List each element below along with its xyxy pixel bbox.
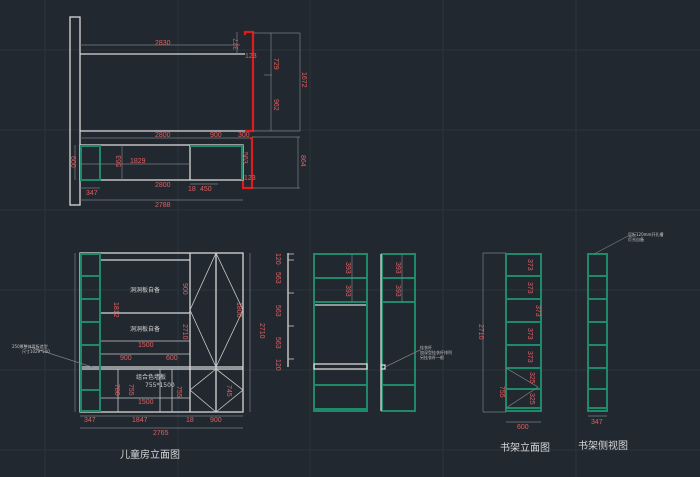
dim-900-vertical: 900 bbox=[181, 283, 188, 295]
side-note-line-2: 灯光自备 bbox=[628, 236, 644, 242]
door-swing-upper bbox=[189, 252, 244, 368]
dim-1500-lower: 1500 bbox=[138, 399, 154, 406]
bookshelf-side-view: 层板120mm开孔槽 灯光自备 347 书架侧视图 bbox=[578, 231, 663, 452]
rod-note-line-3: 另挂衣杆一根 bbox=[420, 354, 444, 360]
dim-600-shelf: 600 bbox=[166, 355, 178, 362]
dim-755-right: 755 bbox=[175, 386, 182, 398]
dim-900-shelf: 900 bbox=[120, 355, 132, 362]
shelf-dim-1: 373 bbox=[526, 259, 533, 271]
dim-450: 450 bbox=[200, 186, 212, 193]
kids-room-title: 儿童房立面图 bbox=[120, 448, 180, 461]
side-width-dim: 347 bbox=[591, 419, 603, 426]
dim-2800-bottom: 2800 bbox=[155, 182, 171, 189]
shelf-dim-7: 325 bbox=[528, 393, 535, 405]
rod-note-line-2: 加深型挂衣杆排列 bbox=[420, 349, 452, 355]
dim-864: 864 bbox=[299, 155, 306, 167]
pegboard-label-1: 洞洞板自备 bbox=[130, 286, 160, 294]
dim-563-left: 563 bbox=[116, 155, 123, 167]
dim-123-bottom: 123 bbox=[244, 175, 256, 182]
dim-1847: 1847 bbox=[132, 417, 148, 424]
dim-729: 729 bbox=[272, 58, 279, 70]
dim-377: 377 bbox=[233, 38, 240, 50]
side-note-line-1: 层板120mm开孔槽 bbox=[628, 231, 663, 237]
dim-900-door: 900 bbox=[210, 417, 222, 424]
dim-1800: 1800 bbox=[235, 302, 242, 318]
green-shelf-column bbox=[80, 253, 101, 412]
dim-962: 962 bbox=[272, 99, 279, 111]
shelf-dim-5: 373 bbox=[526, 351, 533, 363]
dim-2800-top: 2800 bbox=[155, 132, 171, 139]
dim-1500-upper: 1500 bbox=[138, 342, 154, 349]
bookshelf-side-title: 书架侧视图 bbox=[578, 439, 628, 452]
bookshelf-width-dim: 600 bbox=[517, 424, 529, 431]
dim-393-side-2: 393 bbox=[394, 285, 401, 297]
dim-745: 745 bbox=[225, 385, 232, 397]
tick-563-3: 563 bbox=[274, 337, 281, 349]
dim-900: 900 bbox=[210, 132, 222, 139]
wardrobe-front bbox=[313, 253, 368, 412]
wardrobe-elevation: 120 563 563 563 120 393 393 393 393 挂衣杆 … bbox=[274, 253, 452, 412]
shelf-dim-6: 325 bbox=[528, 372, 535, 384]
dim-393-front-1: 393 bbox=[344, 262, 351, 274]
dim-300: 300 bbox=[238, 132, 250, 139]
wallboard-size-label: 755*1500 bbox=[145, 382, 175, 389]
dim-2830: 2830 bbox=[155, 40, 171, 47]
bookshelf-elevation: 373 373 373 373 373 325 325 2710 755 600… bbox=[477, 252, 550, 454]
dim-393-side-1: 393 bbox=[394, 262, 401, 274]
kids-room-elevation: 洞洞板自备 洞洞板自备 组合色墙板 755*1500 250厚整体背板造型 尺寸… bbox=[12, 252, 265, 461]
bookshelf-height-dim: 2710 bbox=[477, 324, 484, 340]
plan-view: 2830 377 729 1672 962 123 2800 900 300 1… bbox=[69, 16, 307, 209]
wall bbox=[69, 16, 81, 206]
upper-guardrail bbox=[243, 30, 255, 133]
dim-1672: 1672 bbox=[300, 72, 307, 88]
dim-393-front-2: 393 bbox=[344, 285, 351, 297]
dim-347: 347 bbox=[86, 190, 98, 197]
tick-120-bottom: 120 bbox=[274, 359, 281, 371]
tick-120-top: 120 bbox=[274, 253, 281, 265]
dim-347-elev: 347 bbox=[84, 417, 96, 424]
dim-1812: 1812 bbox=[112, 302, 119, 318]
rod-note-line-1: 挂衣杆 bbox=[420, 344, 432, 350]
wallboard-label: 组合色墙板 bbox=[136, 373, 166, 381]
shelf-dim-3: 373 bbox=[534, 305, 541, 317]
dim-2710-inner: 2710 bbox=[181, 324, 188, 340]
dim-123-top: 123 bbox=[245, 53, 257, 60]
dim-780: 780 bbox=[113, 384, 120, 396]
plan-green-box-left bbox=[80, 145, 101, 181]
dim-600: 600 bbox=[69, 156, 76, 168]
dim-2788: 2788 bbox=[155, 202, 171, 209]
tick-563-2: 563 bbox=[274, 305, 281, 317]
door-swing-lower bbox=[189, 368, 244, 413]
dim-18-elev: 18 bbox=[186, 417, 194, 424]
dim-2710-outer: 2710 bbox=[258, 323, 265, 339]
shelf-dim-2: 373 bbox=[526, 282, 533, 294]
dim-755-left: 755 bbox=[127, 384, 134, 396]
hanging-rail bbox=[313, 363, 368, 370]
backboard-note-line-1: 250厚整体背板造型 bbox=[12, 343, 48, 349]
pegboard-label-2: 洞洞板自备 bbox=[130, 325, 160, 333]
tick-563-1: 563 bbox=[274, 272, 281, 284]
shelf-dim-4: 373 bbox=[526, 328, 533, 340]
dim-1829: 1829 bbox=[130, 158, 146, 165]
wardrobe-side bbox=[381, 253, 416, 412]
backboard-note-line-2: 尺寸1029*500 bbox=[22, 348, 50, 354]
bookshelf-title: 书架立面图 bbox=[500, 441, 550, 454]
bookshelf-lower-dim: 755 bbox=[498, 386, 505, 398]
dim-18: 18 bbox=[188, 186, 196, 193]
dim-2765: 2765 bbox=[153, 430, 169, 437]
dim-563-right: 563 bbox=[241, 152, 248, 164]
